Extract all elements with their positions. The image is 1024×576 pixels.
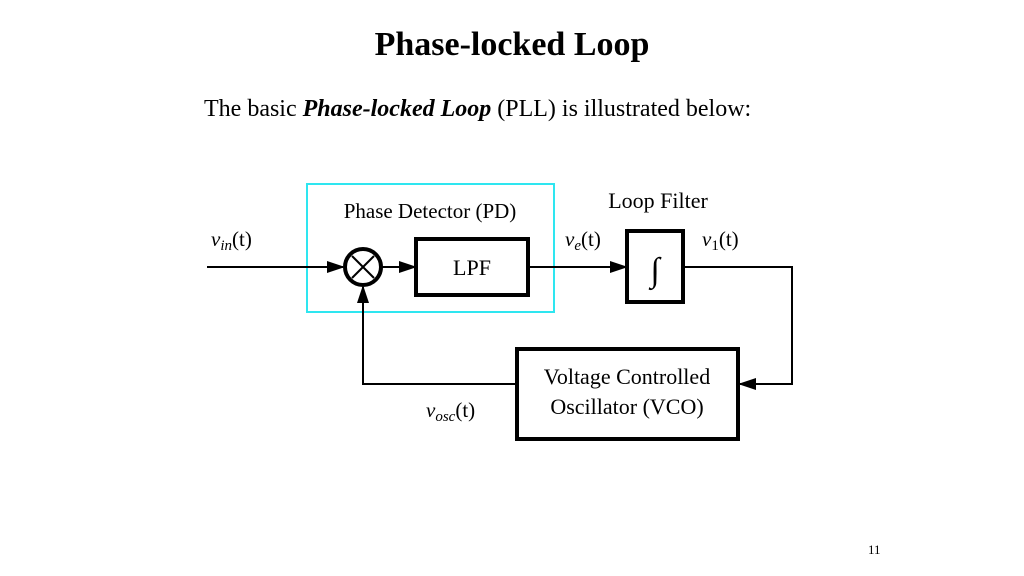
mixer-icon	[343, 247, 383, 287]
lpf-label: LPF	[453, 255, 491, 280]
loop-filter-label: Loop Filter	[608, 188, 708, 213]
vco-label-line2: Oscillator (VCO)	[550, 394, 703, 419]
filter-to-vco-line	[683, 266, 793, 390]
lpf-block	[414, 237, 530, 297]
intro-emphasis: Phase-locked Loop	[302, 96, 492, 122]
intro-text: The basic Phase-locked Loop (PLL) is ill…	[204, 96, 751, 123]
integral-icon: ∫	[648, 252, 662, 291]
signal-label-ve: ve(t)	[565, 227, 601, 254]
signal-label-v1: v1(t)	[702, 227, 739, 254]
vco-feedback-line	[357, 285, 517, 385]
vco-block	[515, 347, 740, 441]
intro-after: (PLL) is illustrated below:	[491, 96, 752, 122]
vco-label-line1: Voltage Controlled	[544, 364, 710, 389]
signal-label-vin: vin(t)	[211, 227, 252, 254]
slide-title: Phase-locked Loop	[374, 26, 650, 63]
pd-group-label: Phase Detector (PD)	[344, 199, 517, 223]
page-number: 11	[868, 542, 881, 557]
pd-group-box	[306, 183, 555, 313]
signal-label-vosc: vosc(t)	[426, 398, 475, 425]
intro-before: The basic	[204, 96, 303, 122]
integrator-block	[625, 229, 685, 304]
